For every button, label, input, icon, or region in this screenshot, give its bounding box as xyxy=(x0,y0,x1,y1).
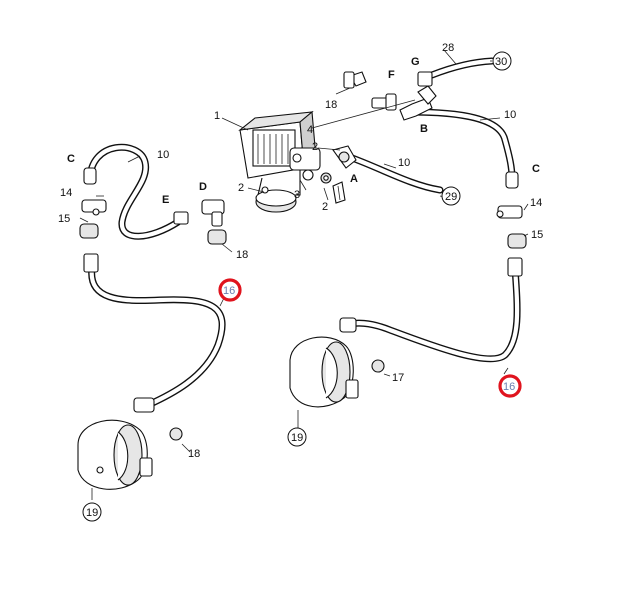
label-19-left: 19 xyxy=(86,507,98,519)
label-G: G xyxy=(411,56,420,68)
label-2-left: 2 xyxy=(238,182,244,194)
label-C-left: C xyxy=(67,153,75,165)
label-18-bottom: 18 xyxy=(188,448,200,460)
label-14-right: 14 xyxy=(530,197,542,209)
connection-letter-labels: A B C C D E F G xyxy=(67,56,540,206)
label-18-top: 18 xyxy=(325,99,337,111)
valve-assembly xyxy=(238,110,321,213)
fittings-de xyxy=(173,199,227,245)
label-3: 3 xyxy=(294,189,300,201)
callout-29-circle xyxy=(441,186,461,206)
brake-chamber-right xyxy=(289,317,385,408)
label-16-right: 16 xyxy=(503,381,515,393)
label-28: 28 xyxy=(442,42,454,54)
label-1: 1 xyxy=(214,110,220,122)
label-18-mid: 18 xyxy=(236,249,248,261)
callout-16-left-circle[interactable] xyxy=(218,278,242,302)
label-10-left: 10 xyxy=(157,149,169,161)
label-19-right: 19 xyxy=(291,432,303,444)
fittings-bfg xyxy=(343,71,437,121)
label-10-mid: 10 xyxy=(398,157,410,169)
brake-chamber-left xyxy=(77,397,183,490)
label-D: D xyxy=(199,181,207,193)
label-F: F xyxy=(388,69,395,81)
callout-30-circle xyxy=(492,51,512,71)
label-A: A xyxy=(350,173,358,185)
label-4: 4 xyxy=(307,124,313,136)
label-E: E xyxy=(162,194,169,206)
label-29: 29 xyxy=(445,191,457,203)
label-10-right: 10 xyxy=(504,109,516,121)
part-number-labels: 1 4 2 2 2 3 10 10 10 14 14 15 15 17 18 1… xyxy=(58,42,543,522)
label-30: 30 xyxy=(495,56,507,68)
callout-19-right-circle xyxy=(287,427,307,447)
label-B: B xyxy=(420,123,428,135)
fittings-right-c14-15 xyxy=(496,171,527,277)
label-2-upper: 2 xyxy=(312,141,318,153)
label-16-left: 16 xyxy=(223,285,235,297)
label-14-left: 14 xyxy=(60,187,72,199)
callout-19-left-circle xyxy=(82,502,102,522)
fittings-left-c14-15 xyxy=(79,167,107,273)
label-17: 17 xyxy=(392,372,404,384)
label-2-bolt: 2 xyxy=(322,201,328,213)
leader-lines xyxy=(79,49,529,500)
label-C-right: C xyxy=(532,163,540,175)
callout-16-right-circle[interactable] xyxy=(498,374,522,398)
hoses xyxy=(86,57,521,409)
label-15-right: 15 xyxy=(531,229,543,241)
fitting-a xyxy=(320,145,357,204)
label-15-left: 15 xyxy=(58,213,70,225)
